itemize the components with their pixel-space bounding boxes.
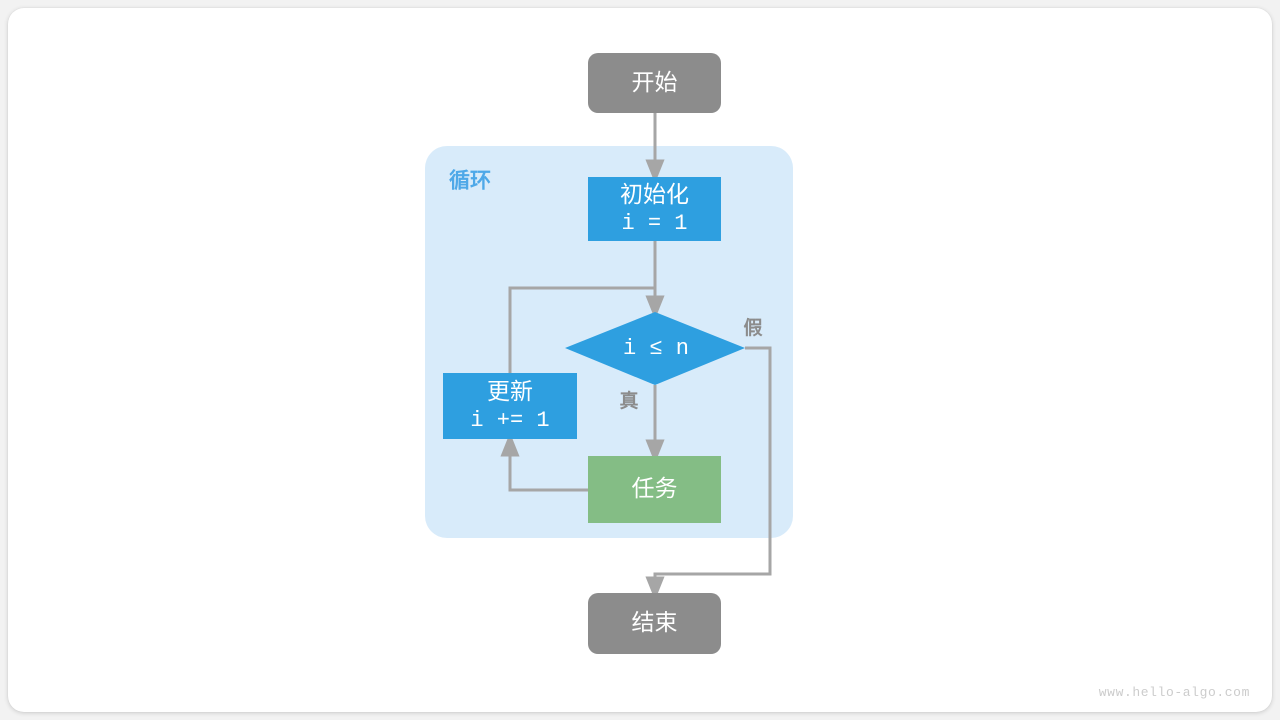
node-end-label: 结束 (632, 609, 678, 635)
node-update-label-line1: 更新 (487, 378, 533, 404)
node-update-label-line2: i += 1 (470, 408, 549, 433)
edge-task-to-update (500, 432, 588, 492)
node-update[interactable]: 更新 i += 1 (443, 373, 577, 439)
node-task-label: 任务 (632, 475, 678, 501)
node-init-label-line1: 初始化 (620, 181, 689, 207)
node-task[interactable]: 任务 (588, 456, 721, 523)
edge-condition-to-end (645, 346, 772, 601)
node-condition[interactable]: i ≤ n (565, 312, 745, 385)
node-end[interactable]: 结束 (588, 593, 721, 654)
node-condition-label: i ≤ n (623, 336, 689, 361)
watermark-text: www.hello-algo.com (1098, 685, 1250, 700)
edge-update-to-condition (508, 286, 655, 373)
node-init[interactable]: 初始化 i = 1 (588, 177, 721, 241)
edge-label-true: 真 (619, 389, 638, 412)
node-init-label-line2: i = 1 (621, 211, 687, 236)
loop-group-label: 循环 (449, 169, 491, 193)
node-start-label: 开始 (632, 69, 678, 95)
edge-label-false: 假 (743, 316, 762, 339)
node-start[interactable]: 开始 (588, 53, 721, 113)
